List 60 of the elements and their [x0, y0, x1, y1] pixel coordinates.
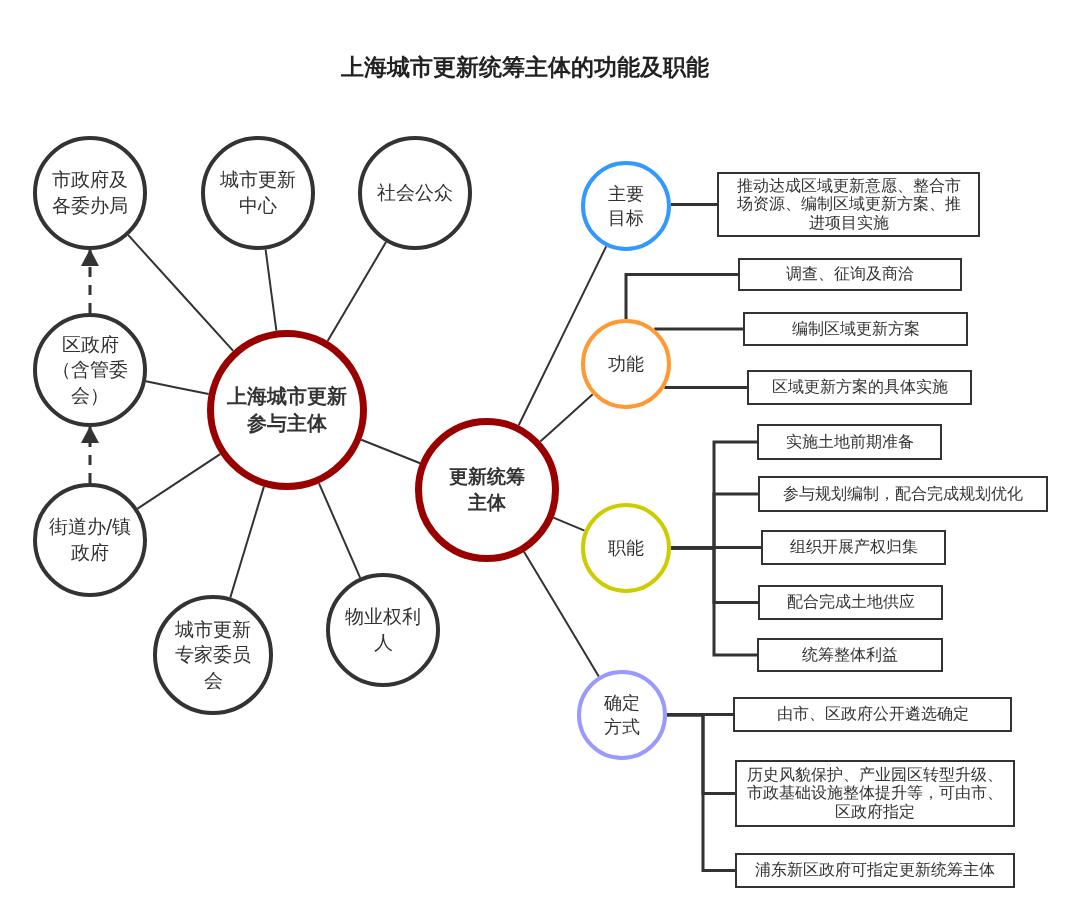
- connector-line: [671, 203, 717, 206]
- connector-line: [671, 546, 757, 657]
- node-label: 职能: [607, 535, 645, 560]
- box-text: 编制区域更新方案: [791, 319, 920, 339]
- connector-line: [144, 380, 210, 396]
- box-text: 参与规划编制，配合完成规划优化: [783, 484, 1023, 504]
- arrow: [81, 426, 99, 483]
- box-text: 推动达成区域更新意愿、整合市场资源、编制区域更新方案、推进项目实施: [735, 176, 962, 233]
- box-text: 统筹整体利益: [802, 645, 898, 665]
- text-box: [735, 760, 1015, 827]
- node-label: 物业权利人: [344, 604, 422, 655]
- text-box: [743, 312, 968, 346]
- node-label: 社会公众: [376, 180, 454, 206]
- box-text: 组织开展产权归集: [789, 538, 918, 557]
- node-label: 街道办/镇政府: [47, 514, 133, 565]
- connector-line: [264, 248, 278, 332]
- connector-line: [523, 550, 600, 678]
- box-text: 浦东新区政府可指定更新统筹主体: [755, 861, 995, 880]
- connector-line: [552, 516, 586, 532]
- connector-line: [667, 713, 735, 872]
- node-label: 城市更新中心: [219, 167, 297, 218]
- box-text: 实施土地前期准备: [785, 432, 914, 452]
- connector-line: [360, 438, 422, 465]
- connector-line: [326, 241, 387, 343]
- box-text: 历史风貌保护、产业园区转型升级、市政基础设施整体提升等，可由市、区政府指定: [747, 765, 1003, 822]
- text-box: [738, 258, 962, 291]
- node-label: 市政府及各委办局: [51, 167, 129, 218]
- node-label: 上海城市更新参与主体: [226, 383, 348, 437]
- node-label: 城市更新专家委员会: [174, 616, 252, 693]
- text-box: [761, 530, 946, 565]
- text-box: [735, 853, 1015, 888]
- node-label: 更新统筹主体: [448, 464, 526, 515]
- connector-line: [654, 327, 743, 331]
- text-box: [733, 697, 1012, 732]
- connector-line: [539, 393, 594, 443]
- connector-line: [127, 234, 235, 352]
- connector-line: [229, 485, 265, 599]
- box-text: 由市、区政府公开遴选确定: [776, 705, 969, 724]
- text-box: [747, 370, 972, 405]
- connector-line: [664, 386, 747, 389]
- text-box: [758, 585, 943, 620]
- connector-line: [667, 713, 733, 716]
- text-box: [757, 424, 942, 460]
- node-label: 区政府（含管委会）: [51, 331, 129, 408]
- text-box: [717, 172, 980, 237]
- box-text: 配合完成土地供应: [786, 593, 915, 612]
- connector-line: [136, 453, 222, 510]
- node-label: 确定方式: [603, 690, 641, 739]
- node-label: 主要目标: [607, 181, 645, 230]
- text-box: [757, 638, 943, 672]
- connector-line: [671, 546, 761, 549]
- connector-line: [517, 245, 608, 427]
- connector-line: [624, 273, 738, 319]
- connector-line: [318, 482, 362, 579]
- diagram-title: 上海城市更新统筹主体的功能及职能: [340, 53, 710, 82]
- arrow: [81, 249, 99, 313]
- node-label: 功能: [607, 351, 645, 376]
- box-text: 调查、征询及商洽: [786, 265, 914, 284]
- box-text: 区域更新方案的具体实施: [771, 378, 948, 397]
- text-box: [758, 476, 1048, 512]
